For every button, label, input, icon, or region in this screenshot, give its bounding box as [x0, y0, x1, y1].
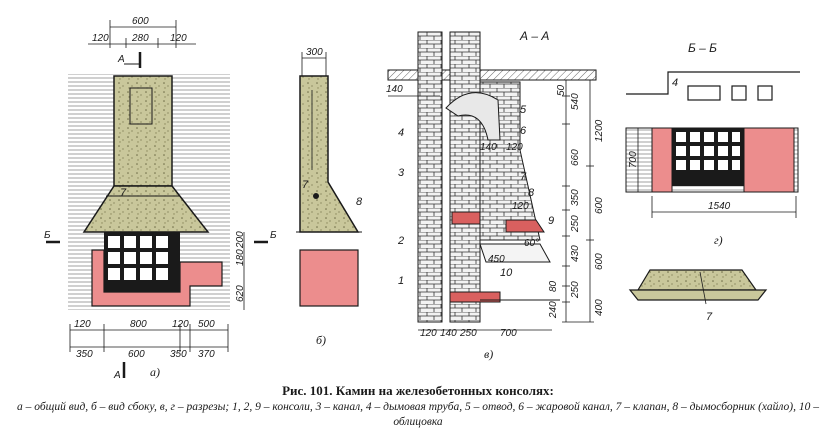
dim-c-r-240: 240	[548, 301, 559, 319]
chimney-channel	[129, 87, 153, 125]
dim-d-1540: 1540	[708, 201, 731, 212]
dim-c-i-140: 140	[480, 142, 497, 153]
dim-d-700: 700	[628, 151, 639, 168]
figure-legend: а – общий вид, б – вид сбоку, в, г – раз…	[17, 401, 819, 428]
section-title-aa: А – А	[519, 29, 549, 43]
smoke-hood	[82, 185, 210, 233]
dim-c-r-250b: 250	[570, 281, 581, 299]
damper-plate	[628, 289, 768, 301]
view-d-label: г)	[714, 233, 723, 247]
dim-a-b2-600: 600	[128, 349, 145, 360]
callout-c-2: 2	[397, 235, 404, 247]
console-2	[451, 211, 481, 225]
dim-c-i-450: 450	[488, 254, 505, 265]
dim-c-r-430: 430	[570, 245, 581, 262]
dim-c-r-660: 660	[570, 149, 581, 166]
dim-c-r-1200: 1200	[594, 119, 605, 142]
smoke-bend	[445, 92, 501, 141]
callout-c-9: 9	[548, 215, 554, 227]
dim-a-280: 280	[131, 33, 149, 44]
marker-a-top: А	[117, 54, 125, 65]
callout-c-1: 1	[398, 275, 404, 287]
callout-c-7: 7	[520, 171, 527, 183]
dim-a-180: 180	[235, 249, 246, 266]
dim-c-b-140: 140	[440, 328, 457, 339]
dim-b-300: 300	[306, 47, 323, 58]
marker-b-right: Б	[270, 230, 277, 241]
side-chimney	[299, 75, 360, 233]
dim-a-620: 620	[235, 285, 246, 302]
side-base-brick	[299, 249, 359, 307]
dim-a-600: 600	[132, 16, 149, 27]
chimney-stack	[113, 75, 173, 187]
plan-brick-right	[743, 127, 795, 193]
dim-a-b2-350: 350	[76, 349, 93, 360]
console-9	[505, 219, 545, 233]
dim-a-120-l: 120	[92, 33, 109, 44]
view-a-label: а)	[150, 365, 160, 379]
fireplace-drawing: 7 600 120 280 120 А Б Б 200 180 620	[44, 16, 800, 380]
damper-top	[636, 269, 758, 291]
callout-c-3: 3	[398, 167, 405, 179]
plan-outline	[626, 71, 800, 95]
figure-title: Рис. 101. Камин на железобетонных консол…	[282, 383, 554, 398]
view-c-right-dims	[562, 79, 594, 323]
dim-c-r-540: 540	[570, 93, 581, 110]
dim-c-r-600b: 600	[594, 253, 605, 270]
dim-c-r-350: 350	[570, 189, 581, 206]
dim-c-b-700: 700	[500, 328, 517, 339]
view-a-bottom-dims	[69, 324, 229, 352]
dim-a-200: 200	[235, 231, 246, 249]
figure-caption: Рис. 101. Камин на железобетонных консол…	[0, 382, 836, 430]
marker-a-bottom: А	[113, 370, 121, 380]
chimney-wall-right	[449, 31, 481, 323]
firebox-grid	[108, 236, 168, 280]
dim-c-r-250a: 250	[570, 215, 581, 233]
dim-c-i-60deg: 60°	[524, 238, 539, 249]
dim-a-b2-370: 370	[198, 349, 215, 360]
ceiling-slab	[387, 69, 597, 81]
view-c-section: А – А 1 2 3 4 5 6 7 8 9 10 140 120 120 4…	[386, 29, 605, 361]
dim-c-r-50: 50	[556, 84, 567, 96]
view-d-section: Б – Б 4 700 1540 г)	[625, 41, 800, 247]
callout-c-10: 10	[500, 267, 513, 279]
view-b-side: 300 7 8 б)	[296, 47, 363, 347]
view-b-label: б)	[316, 333, 326, 347]
dim-a-b1-500: 500	[198, 319, 215, 330]
dim-c-i-120a: 120	[506, 142, 523, 153]
dim-c-b-120: 120	[420, 328, 437, 339]
dim-c-b-250: 250	[459, 328, 477, 339]
dim-a-b1-120: 120	[74, 319, 91, 330]
view-c-label: в)	[484, 347, 493, 361]
dim-a-b1-120b: 120	[172, 319, 189, 330]
dim-c-r-600a: 600	[594, 197, 605, 214]
plan-brick-left	[651, 127, 673, 193]
dim-a-120-r: 120	[170, 33, 187, 44]
base-brick	[91, 249, 223, 307]
view-e-damper: 7	[628, 269, 768, 323]
callout-b-7: 7	[302, 179, 309, 191]
view-a-general: 7 600 120 280 120 А Б Б 200 180 620	[44, 16, 277, 380]
dim-a-b1-800: 800	[130, 319, 147, 330]
callout-c-6: 6	[520, 125, 527, 137]
dim-c-l-140: 140	[386, 84, 403, 95]
dim-a-b2-350b: 350	[170, 349, 187, 360]
callout-c-4: 4	[398, 127, 404, 139]
dim-c-r-400: 400	[594, 299, 605, 316]
dim-c-i-120b: 120	[512, 201, 529, 212]
facing-10	[479, 243, 551, 263]
dim-c-r-80: 80	[548, 280, 559, 292]
callout-d-4: 4	[672, 77, 678, 89]
callout-c-8: 8	[528, 187, 535, 199]
chimney-wall-left	[417, 31, 443, 323]
console-1	[449, 291, 501, 303]
callout-e-7: 7	[706, 311, 713, 323]
view-a-top-dims	[88, 20, 196, 48]
marker-b-left: Б	[44, 230, 51, 241]
callout-b-8: 8	[356, 196, 363, 208]
plan-grid	[676, 132, 740, 170]
section-title-bb: Б – Б	[688, 41, 717, 55]
callout-c-5: 5	[520, 104, 527, 116]
callout-a-7: 7	[120, 187, 127, 199]
